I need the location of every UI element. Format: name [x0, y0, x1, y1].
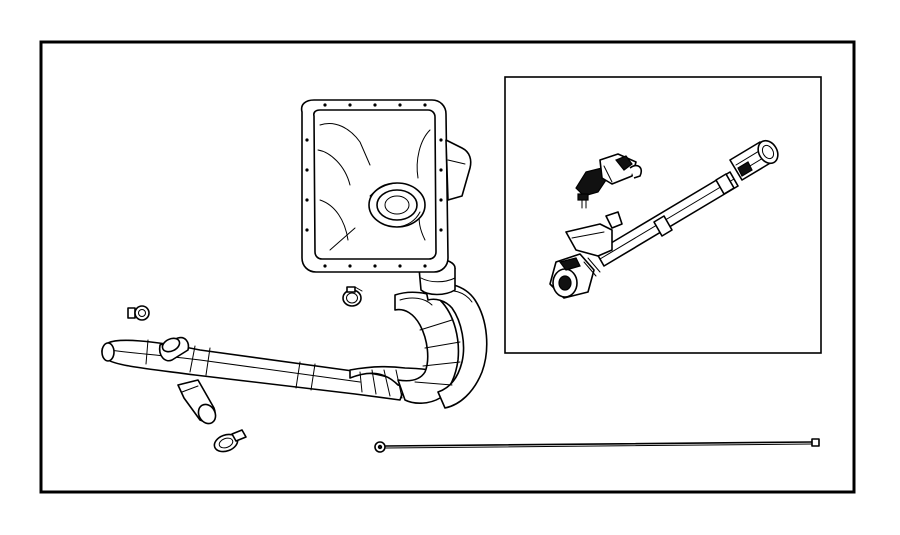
- ground-strap: [374, 438, 820, 453]
- rim-bolts: [305, 103, 443, 268]
- hose-clamp: [342, 286, 363, 307]
- inset-detail: [504, 76, 822, 354]
- fuel-filler-housing: [300, 99, 472, 273]
- outer-frame: [39, 40, 856, 494]
- hose-clamp-lower: [213, 429, 247, 453]
- tube-clip: [127, 305, 150, 321]
- vent-tube: [158, 336, 217, 425]
- tube-assembly: [549, 139, 779, 299]
- twin-riser-pipes: [394, 258, 488, 409]
- sensor: [575, 153, 643, 209]
- filler-neck-assembly: [101, 99, 488, 425]
